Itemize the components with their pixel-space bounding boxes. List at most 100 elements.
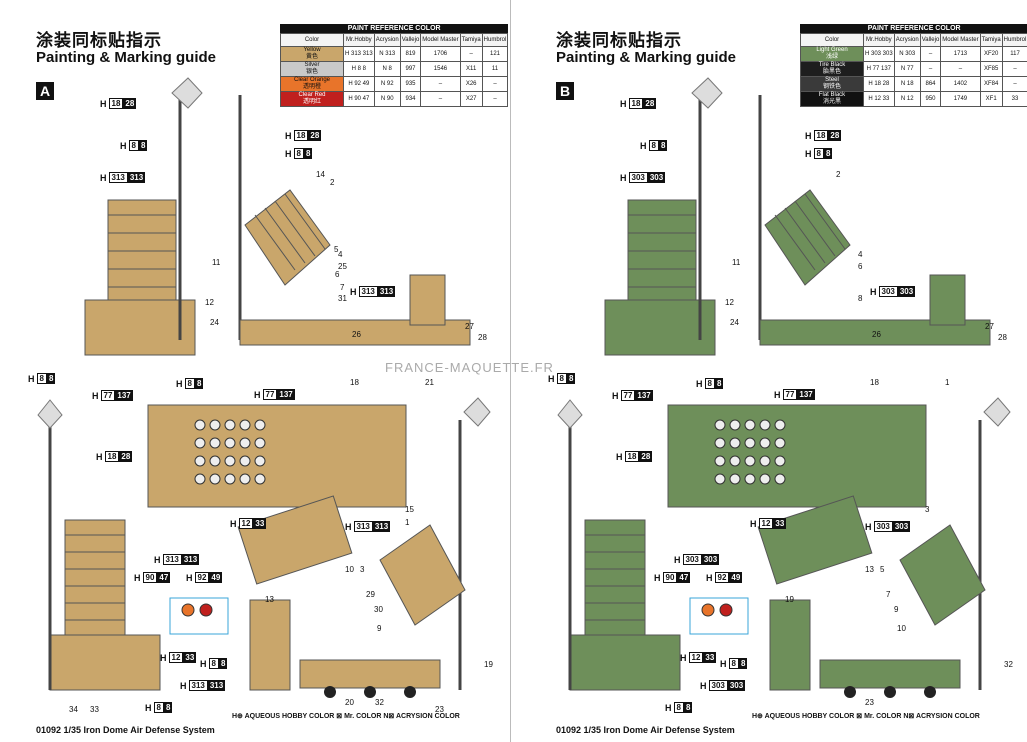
launcher-lower (899, 524, 986, 626)
table-header-cell: Model Master (940, 33, 981, 47)
part-number: 26 (872, 330, 881, 339)
callout-code-b: 303 (897, 286, 916, 297)
part-number: 21 (425, 378, 434, 387)
table-header-cell: Mr.Hobby (863, 33, 895, 47)
callout-prefix: H (186, 572, 193, 583)
launcher-tube (274, 200, 316, 257)
missile-top (759, 473, 771, 485)
missile-top (239, 437, 251, 449)
front-launcher (584, 519, 646, 641)
part-number: 26 (352, 330, 361, 339)
callout-code-a: 18 (813, 130, 829, 141)
callout-code-a: 303 (708, 680, 728, 691)
radar-base (84, 299, 196, 356)
page-divider (510, 0, 511, 742)
callout-code-a: 313 (353, 521, 373, 532)
callout-code-a: 303 (682, 554, 702, 565)
page-a: 涂装同标贴指示 Painting & Marking guide A PAINT… (0, 0, 509, 742)
wheel (324, 686, 336, 698)
callout-code-b: 313 (207, 680, 226, 691)
part-number: 20 (345, 698, 354, 707)
callout-code-b: 47 (677, 572, 691, 583)
missile-top (759, 437, 771, 449)
beacon-red (719, 603, 733, 617)
part-number: 33 (90, 705, 99, 714)
callout-code-a: 77 (100, 390, 116, 401)
kit-footer: 01092 1/35 Iron Dome Air Defense System (36, 725, 215, 735)
callout-prefix: H (700, 680, 707, 691)
callout-code-b: 8 (566, 373, 576, 384)
launcher-tube (804, 193, 846, 250)
callout-prefix: H (345, 521, 352, 532)
watermark: FRANCE-MAQUETTE.FR (385, 360, 554, 375)
missile-top (239, 473, 251, 485)
callout-code-a: 18 (624, 451, 640, 462)
launcher-tube (784, 207, 826, 264)
part-number: 23 (435, 705, 444, 714)
title-english: Painting & Marking guide (556, 49, 737, 66)
callout-code-a: 8 (648, 140, 659, 151)
callout-code-a: 8 (184, 378, 195, 389)
missile-top (729, 437, 741, 449)
callout-prefix: H (96, 451, 103, 462)
callout-code-a: 77 (782, 389, 798, 400)
callout-code-a: 18 (108, 98, 124, 109)
callout-prefix: H (120, 140, 127, 151)
callout-code-a: 12 (758, 518, 774, 529)
callout-code-b: 8 (714, 378, 724, 389)
cab-lower (249, 599, 291, 691)
launcher-tube (264, 207, 306, 264)
callout-code-a: 8 (153, 702, 164, 713)
callout-code-a: 12 (688, 652, 704, 663)
callout-code-b: 303 (647, 172, 666, 183)
callout-code-b: 313 (377, 286, 396, 297)
missile-top (194, 473, 206, 485)
callout-code-a: 18 (293, 130, 309, 141)
wheel (884, 686, 896, 698)
callout-prefix: H (640, 140, 647, 151)
part-number: 7 (886, 590, 891, 599)
missile-top (209, 473, 221, 485)
callout-code-b: 49 (209, 572, 223, 583)
callout-code-b: 8 (303, 148, 313, 159)
kit-footer: 01092 1/35 Iron Dome Air Defense System (556, 725, 735, 735)
page-b: 涂装同标贴指示 Painting & Marking guide B PAINT… (520, 0, 1027, 742)
wheel (364, 686, 376, 698)
callout-prefix: H (100, 98, 107, 109)
mr-hobby-cell: H 90 47 (343, 91, 375, 107)
top-view-body (667, 404, 927, 508)
callout-code-b: 303 (892, 521, 911, 532)
missile-top (744, 437, 756, 449)
callout-code-a: 8 (704, 378, 715, 389)
callout-prefix: H (665, 702, 672, 713)
missile-top (224, 455, 236, 467)
callout-prefix: H (350, 286, 357, 297)
callout-prefix: H (870, 286, 877, 297)
callout-prefix: H (180, 680, 187, 691)
callout-code-a: 8 (36, 373, 47, 384)
antenna-dish (171, 77, 203, 109)
missile-top (759, 455, 771, 467)
table-cell: N 12 (893, 91, 921, 107)
callout-code-b: 47 (157, 572, 171, 583)
missile-top (729, 419, 741, 431)
title-english: Painting & Marking guide (36, 49, 217, 66)
